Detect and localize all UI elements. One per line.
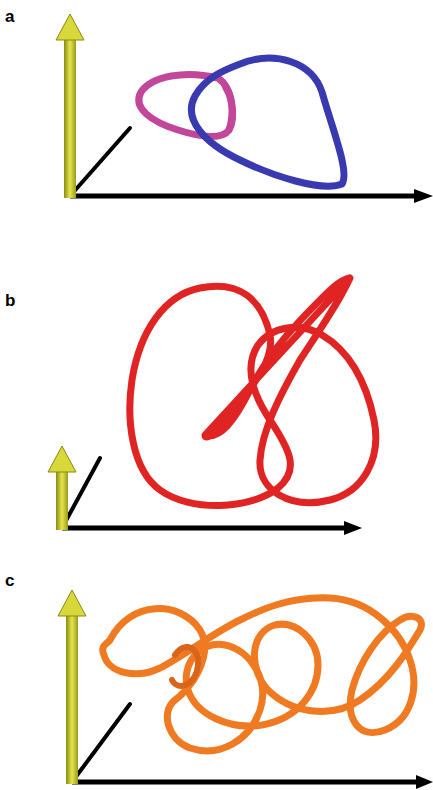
orange-knot-loop (172, 647, 198, 686)
orange-knot (103, 598, 422, 751)
axes (58, 590, 433, 789)
pink-loop (139, 74, 233, 136)
panel-label: a (5, 8, 14, 25)
panel-label: c (5, 572, 14, 589)
red-knot (130, 278, 376, 506)
panel-label: b (5, 292, 15, 309)
pink-loop-front (226, 88, 232, 130)
axes (48, 446, 362, 535)
axes (56, 14, 433, 203)
blue-loop (191, 58, 344, 186)
